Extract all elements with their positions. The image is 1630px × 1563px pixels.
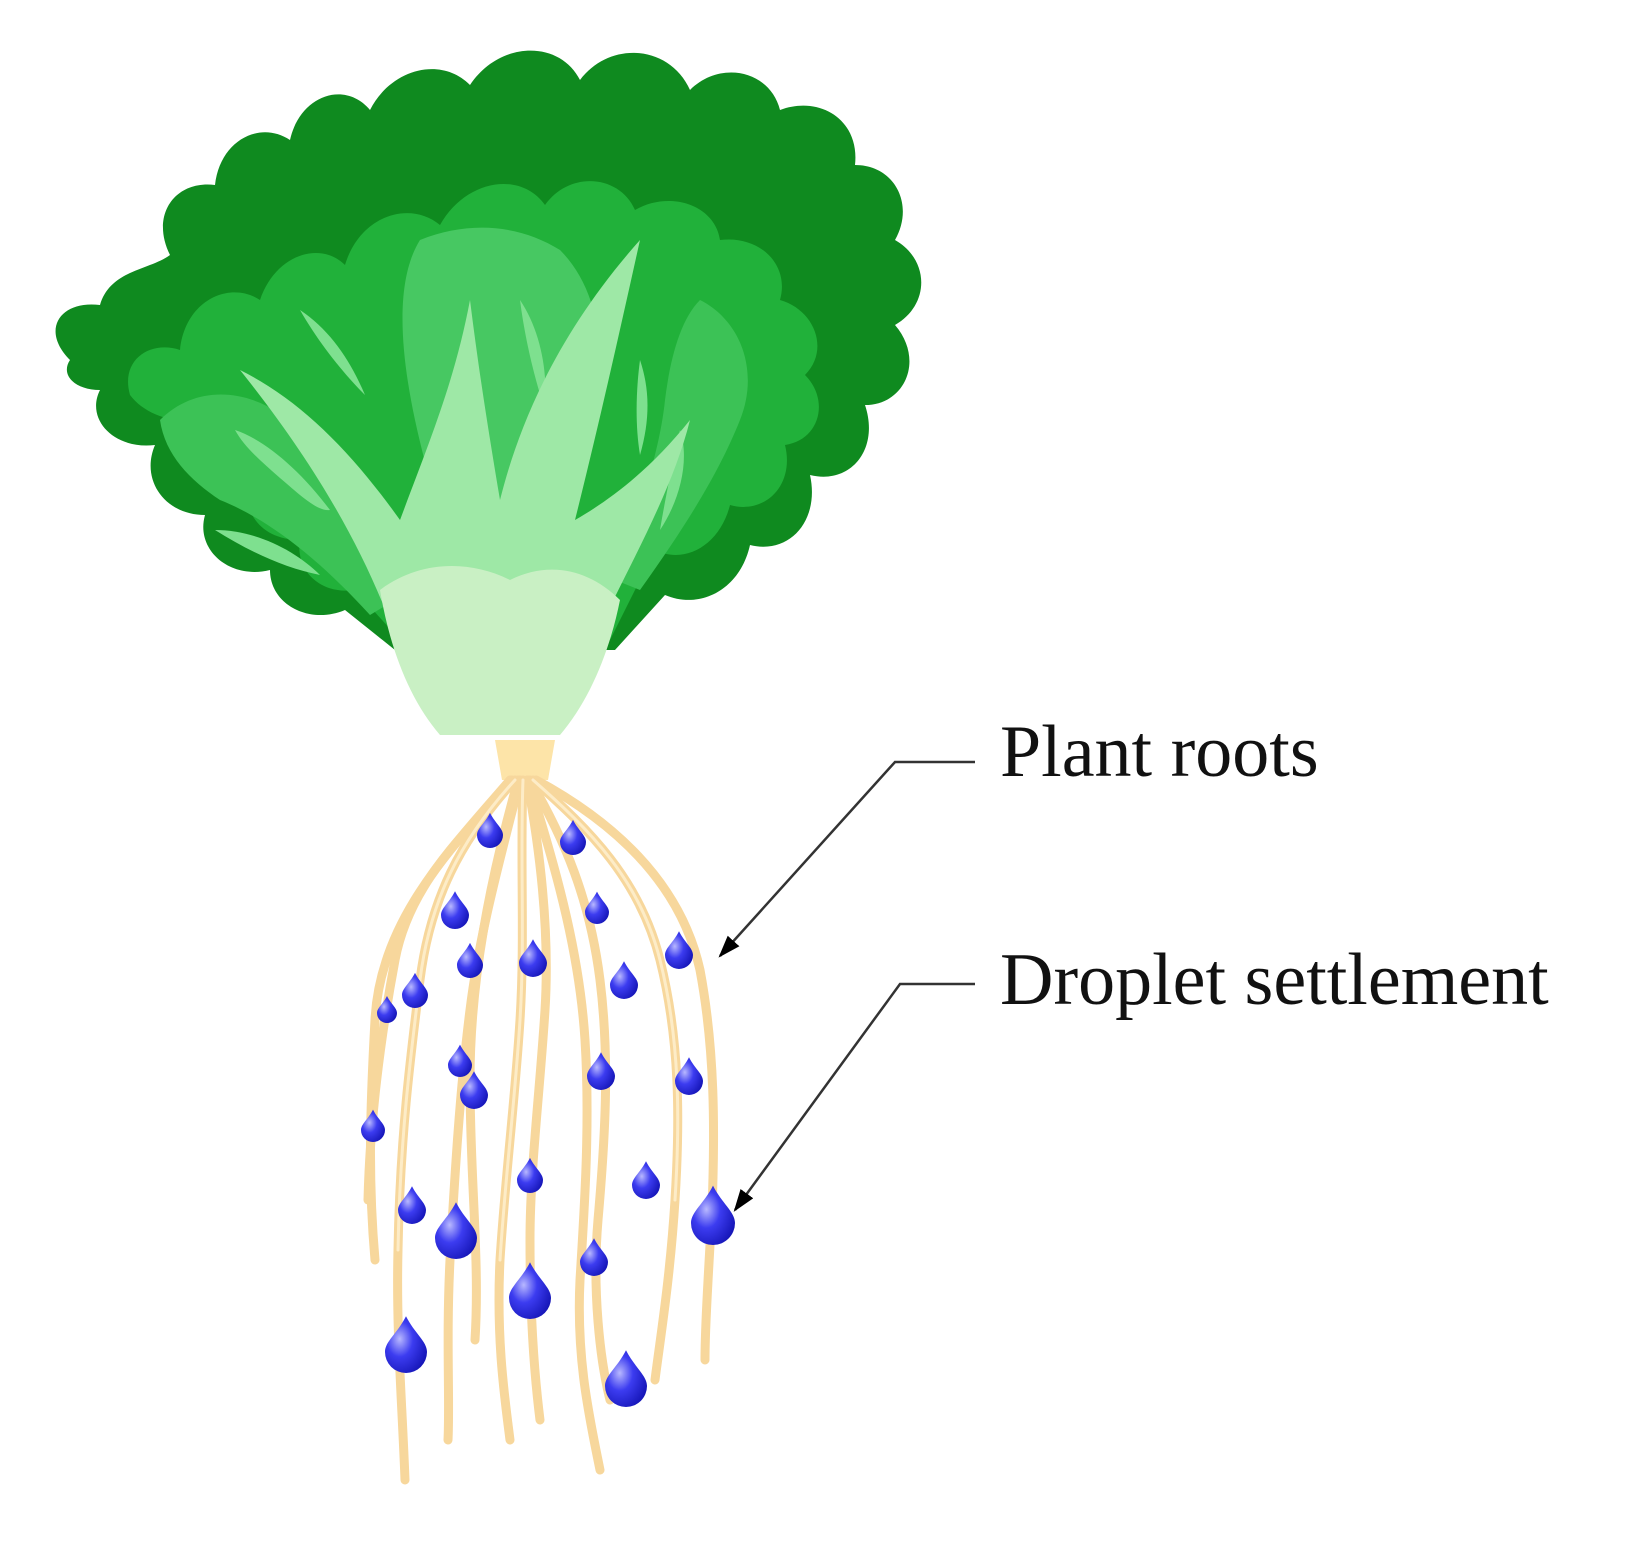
water-droplet-icon	[665, 931, 693, 969]
water-droplet-icon	[587, 1052, 615, 1090]
water-droplet-icon	[385, 1316, 427, 1373]
water-droplet-icon	[519, 939, 547, 977]
plant-roots-label: Plant roots	[1000, 711, 1319, 793]
water-droplet-icon	[402, 972, 428, 1009]
water-droplet-icon	[457, 942, 483, 978]
water-droplet-icon	[441, 891, 470, 930]
droplet-settlement-leader-line	[733, 982, 975, 1212]
callout-droplet-settlement: Droplet settlement	[733, 939, 1549, 1212]
water-droplet-icon	[632, 1161, 660, 1199]
water-droplet-icon	[477, 812, 503, 848]
lettuce-icon	[55, 50, 922, 780]
callout-plant-roots: Plant roots	[718, 711, 1319, 958]
water-droplet-icon	[361, 1109, 385, 1142]
droplet-settlement-label: Droplet settlement	[1000, 939, 1549, 1021]
root-system	[363, 775, 719, 1485]
water-droplet-icon	[377, 996, 397, 1023]
water-droplet-icon	[560, 819, 586, 855]
water-droplet-icon	[517, 1157, 543, 1193]
water-droplet-icon	[691, 1185, 735, 1245]
water-droplet-icon	[509, 1262, 551, 1319]
droplet-group	[361, 812, 735, 1407]
water-droplet-icon	[585, 891, 609, 924]
water-droplet-icon	[675, 1057, 703, 1095]
water-droplet-icon	[448, 1044, 472, 1077]
water-droplet-icon	[580, 1238, 608, 1276]
water-droplet-icon	[610, 961, 638, 999]
water-droplet-icon	[435, 1202, 477, 1259]
water-droplet-icon	[398, 1186, 426, 1224]
plant-roots-leader-line	[718, 760, 975, 958]
water-droplet-icon	[460, 1071, 488, 1109]
water-droplet-icon	[605, 1350, 647, 1407]
